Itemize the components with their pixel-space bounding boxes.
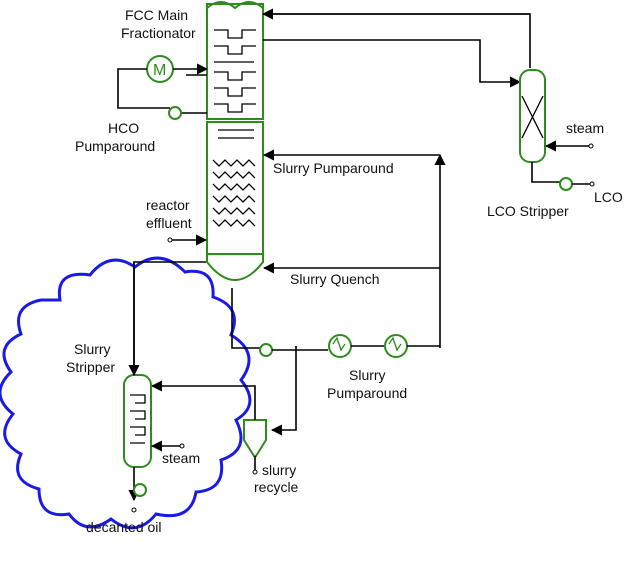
lco-stripper: [519, 69, 546, 163]
label-slurry-stripper-1: Slurry: [74, 341, 111, 357]
label-lco: LCO: [594, 189, 623, 205]
label-fractionator: Fractionator: [121, 25, 196, 41]
slurry-settler: [243, 419, 267, 457]
label-slurry-quench: Slurry Quench: [290, 271, 379, 287]
label-slurry-recycle-2: recycle: [254, 479, 299, 495]
label-steam-slurry: steam: [162, 450, 200, 466]
label-lco-stripper: LCO Stripper: [487, 203, 569, 219]
label-steam-lco: steam: [566, 120, 604, 136]
slurry-stripper-cloud: [0, 256, 252, 530]
slurry-stripper-pump: [133, 483, 147, 497]
label-slurry-stripper-2: Stripper: [66, 359, 115, 375]
label-slurry-recycle-1: slurry: [262, 462, 296, 478]
hco-pump: [168, 106, 182, 120]
label-hco: HCO: [108, 120, 139, 136]
label-slurry-pa-bottom-2: Pumparound: [327, 385, 407, 401]
label-slurry-pa-bottom-1: Slurry: [349, 367, 386, 383]
label-decanted-oil: decanted oil: [86, 519, 162, 535]
label-effluent: effluent: [146, 215, 192, 231]
label-fcc-main: FCC Main: [125, 7, 188, 23]
label-reactor: reactor: [146, 197, 190, 213]
slurry-stripper: [123, 374, 152, 468]
label-slurry-pumparound-top: Slurry Pumparound: [273, 160, 394, 176]
fcc-main-fractionator: [206, 1, 264, 281]
label-hco-pumparound: Pumparound: [75, 138, 155, 154]
lco-pump: [559, 177, 573, 191]
hco-exchanger-symbol: M: [153, 62, 166, 79]
packing-grid: [212, 159, 256, 227]
slurry-pump: [259, 343, 273, 357]
